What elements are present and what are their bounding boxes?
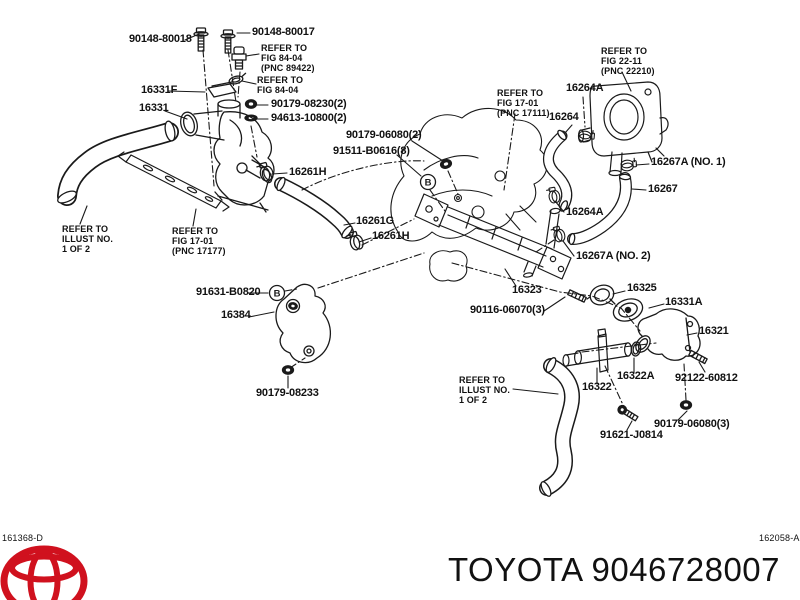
note-fig-84-04-pnc89422: REFER TO FIG 84-04 (PNC 89422) xyxy=(261,43,315,73)
clamp-16261h-1-drawing xyxy=(255,160,276,183)
part-label-92122-60812: 92122-60812 xyxy=(675,372,738,384)
part-label-16384: 16384 xyxy=(221,309,251,321)
engine-sketch-drawing xyxy=(390,107,548,282)
part-label-16261h-2: 16261H xyxy=(372,230,410,242)
part-label-16267a-no2: 16267A (NO. 2) xyxy=(576,250,651,262)
stud-92122-drawing xyxy=(688,349,708,365)
bolt-90148-80018-drawing xyxy=(193,27,209,52)
radiator-hose-bottom-drawing xyxy=(539,357,580,497)
leader-lines xyxy=(79,32,706,431)
gasket-strip-drawing xyxy=(117,151,230,212)
part-label-90179-06080-3: 90179-06080(3) xyxy=(654,418,730,430)
b-symbol-2: B xyxy=(274,289,281,300)
part-label-90179-06080-2: 90179-06080(2) xyxy=(346,129,422,141)
water-inlet-cap-drawing xyxy=(207,81,237,98)
stud-90116-drawing xyxy=(567,289,587,303)
note-illust-bottom: REFER TO ILLUST NO. 1 OF 2 xyxy=(459,375,510,405)
part-label-16325: 16325 xyxy=(627,282,657,294)
footer-title: TOYOTA 9046728007 xyxy=(448,551,781,588)
note-fig-84-04: REFER TO FIG 84-04 xyxy=(257,75,304,95)
hose-16261g-drawing xyxy=(274,176,354,239)
thermostat-16331a-drawing xyxy=(609,298,644,322)
part-label-16264a-2: 16264A xyxy=(566,206,604,218)
part-label-16321: 16321 xyxy=(699,325,729,337)
dash-lines xyxy=(202,49,687,408)
part-label-16323: 16323 xyxy=(512,284,542,296)
pipe-16322-drawing xyxy=(562,328,632,373)
b-circle-1 xyxy=(419,173,437,191)
part-label-16322: 16322 xyxy=(582,381,612,393)
bolt-91621-drawing xyxy=(617,404,639,422)
part-label-90148-80018: 90148-80018 xyxy=(129,33,192,45)
part-label-91511-b0616: 91511-B0616(8) xyxy=(333,145,410,157)
part-label-16261g: 16261G xyxy=(356,215,394,227)
part-label-16331f: 16331F xyxy=(141,84,178,96)
bracket-16384-drawing xyxy=(275,283,331,364)
sheet-code-left: 161368-D xyxy=(2,533,44,543)
part-label-90179-08230: 90179-08230(2) xyxy=(271,98,347,110)
nut-90179-06080-3-drawing xyxy=(679,400,693,410)
part-label-94613-10800: 94613-10800(2) xyxy=(271,112,347,124)
part-label-90116-06070: 90116-06070(3) xyxy=(470,304,545,316)
part-label-16264a-1: 16264A xyxy=(566,82,604,94)
part-label-16267: 16267 xyxy=(648,183,678,195)
toyota-logo xyxy=(0,545,88,600)
hose-16267-drawing xyxy=(567,172,632,246)
hose-16264-drawing xyxy=(542,129,573,212)
b-symbol-1: B xyxy=(425,178,432,189)
part-label-90179-08233: 90179-08233 xyxy=(256,387,319,399)
nut-90179-08230-drawing xyxy=(244,99,258,109)
part-label-16322a: 16322A xyxy=(617,370,655,382)
note-fig-17-01-17111: REFER TO FIG 17-01 (PNC 17111) xyxy=(497,88,550,118)
part-label-90148-80017: 90148-80017 xyxy=(252,26,315,38)
water-inlet-housing-drawing xyxy=(180,99,275,213)
part-label-16261h-1: 16261H xyxy=(289,166,327,178)
part-label-91631-b0820: 91631-B0820 xyxy=(196,286,261,298)
sheet-code-right: 162058-A xyxy=(759,533,800,543)
clamp-16264a-2-drawing xyxy=(545,186,562,205)
sensor-fig84-drawing xyxy=(231,46,247,70)
note-fig-17-01-17177: REFER TO FIG 17-01 (PNC 17177) xyxy=(172,226,226,256)
note-fig-22-11: REFER TO FIG 22-11 (PNC 22210) xyxy=(601,46,655,76)
clamp-fig84-drawing xyxy=(228,72,247,85)
part-label-91621-j0814: 91621-J0814 xyxy=(600,429,663,441)
oring-16322a-drawing xyxy=(630,341,642,357)
b-circle-2 xyxy=(268,284,286,302)
note-illust-left: REFER TO ILLUST NO. 1 OF 2 xyxy=(62,224,113,254)
bypass-pipe-16323-drawing xyxy=(414,193,572,280)
radiator-hose-left-drawing xyxy=(57,120,179,206)
clamp-16267a-1-drawing xyxy=(620,157,638,172)
part-label-16264: 16264 xyxy=(549,111,579,123)
part-label-16331: 16331 xyxy=(139,102,169,114)
part-label-16267a-no1: 16267A (NO. 1) xyxy=(651,156,726,168)
part-label-16331a: 16331A xyxy=(665,296,703,308)
